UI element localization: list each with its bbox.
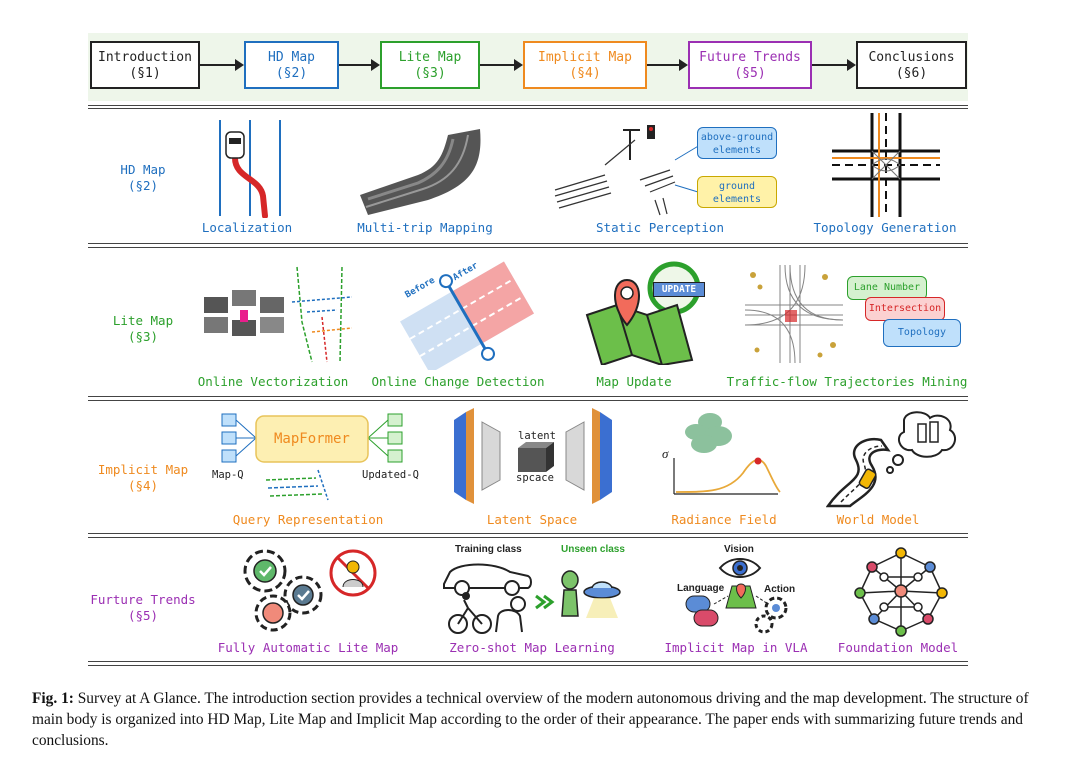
flow-section: (§1) [129,66,161,81]
static-perception-illustration [554,125,701,216]
row-label-implicit-map: Implicit Map (§4) [88,462,198,494]
caption-world-model: World Model [836,512,920,527]
flow-title: Introduction [98,50,192,65]
flow-arrow [339,59,380,71]
flow-box-introduction: Introduction (§1) [90,41,200,89]
caption-traffic-flow-trajectories-mining: Traffic-flow Trajectories Mining [726,374,968,389]
training-class-label: Training class [455,544,522,555]
flow-box-lite-map: Lite Map (§3) [380,41,480,89]
flow-section: (§5) [734,66,766,81]
online-vectorization-illustration [204,266,352,363]
implicit-map-in-vla-illustration [685,558,788,634]
flow-title: Lite Map [398,50,462,65]
flow-arrow [480,59,523,71]
separator [88,396,968,397]
caption-implicit-map-in-vla: Implicit Map in VLA [664,640,808,655]
query-representation-illustration [221,413,403,501]
row-label-future-trends: Furture Trends (§5) [88,592,198,624]
latent-label: latent [518,430,556,442]
map-update-illustration [585,261,701,365]
flow-arrow [200,59,244,71]
row-label-section: (§3) [127,329,159,344]
row-label-hd-map: HD Map (§2) [88,162,198,194]
row-label-title: Furture Trends [90,592,196,607]
flow-section: (§2) [275,66,308,81]
online-change-detection-illustration [400,261,534,370]
fully-automatic-lite-map-illustration [243,549,377,632]
flow-arrow [647,59,688,71]
row-label-lite-map: Lite Map (§3) [88,313,198,345]
separator [88,243,968,244]
row-label-section: (§2) [127,178,159,193]
flow-title: Conclusions [868,50,955,65]
world-model-illustration [826,411,957,508]
separator [88,247,968,248]
caption-topology-generation: Topology Generation [813,220,957,235]
caption-radiance-field: Radiance Field [671,512,777,527]
flow-section: (§4) [569,66,601,81]
flow-section: (§3) [414,66,446,81]
figure-caption-text: Survey at A Glance. The introduction sec… [32,690,1029,749]
separator [88,105,968,106]
map-q-label: Map-Q [212,469,244,481]
caption-foundation-model: Foundation Model [837,640,959,655]
flow-box-conclusions: Conclusions (§6) [856,41,967,89]
mapformer-label: MapFormer [274,431,350,447]
action-label: Action [764,584,796,595]
caption-latent-space: Latent Space [486,512,578,527]
tag-above-ground-elements: above-ground elements [697,127,777,159]
figure-caption-label: Fig. 1: [32,690,74,707]
flow-title: Implicit Map [538,50,632,65]
flow-section: (§6) [895,66,928,81]
localization-illustration [219,120,281,218]
row-label-section: (§4) [127,478,159,493]
tag-topology: Topology [883,319,961,347]
tag-ground-elements: ground elements [697,176,777,208]
separator [88,665,968,666]
row-label-title: HD Map [120,162,166,177]
tag-intersection: Intersection [865,297,945,321]
separator [88,661,968,662]
caption-online-change-detection: Online Change Detection [371,374,545,389]
latent-space-illustration [454,408,612,504]
caption-map-update: Map Update [596,374,672,389]
caption-zero-shot-map-learning: Zero-shot Map Learning [449,640,615,655]
flow-arrow [812,59,856,71]
caption-multi-trip-mapping: Multi-trip Mapping [357,220,493,235]
radiance-field-illustration [673,413,781,495]
row-label-title: Lite Map [112,313,174,328]
separator [88,108,968,109]
zero-shot-map-learning-illustration [443,563,621,634]
figure-caption: Fig. 1: Survey at A Glance. The introduc… [32,688,1042,751]
spcace-label: spcace [516,472,554,484]
flow-box-hd-map: HD Map (§2) [244,41,339,89]
multi-trip-mapping-illustration [360,129,481,215]
caption-fully-automatic-lite-map: Fully Automatic Lite Map [217,640,399,655]
row-label-title: Implicit Map [97,462,189,477]
caption-static-perception: Static Perception [596,220,724,235]
caption-localization: Localization [201,220,293,235]
separator [88,533,968,534]
sigma-label: σ [662,446,669,461]
foundation-model-illustration [854,547,948,637]
flow-title: Future Trends [699,50,801,65]
language-label: Language [677,583,725,594]
vision-label: Vision [724,544,754,555]
flow-box-implicit-map: Implicit Map (§4) [523,41,647,89]
caption-online-vectorization: Online Vectorization [197,374,349,389]
separator [88,400,968,401]
updated-q-label: Updated-Q [362,469,419,481]
caption-query-representation: Query Representation [232,512,384,527]
topology-generation-illustration [832,113,940,217]
traffic-flow-illustration [745,265,843,363]
flow-box-future-trends: Future Trends (§5) [688,41,812,89]
update-badge: UPDATE [653,282,705,297]
separator [88,537,968,538]
row-label-section: (§5) [127,608,159,623]
unseen-class-label: Unseen class [561,544,625,555]
flow-title: HD Map [268,50,315,65]
